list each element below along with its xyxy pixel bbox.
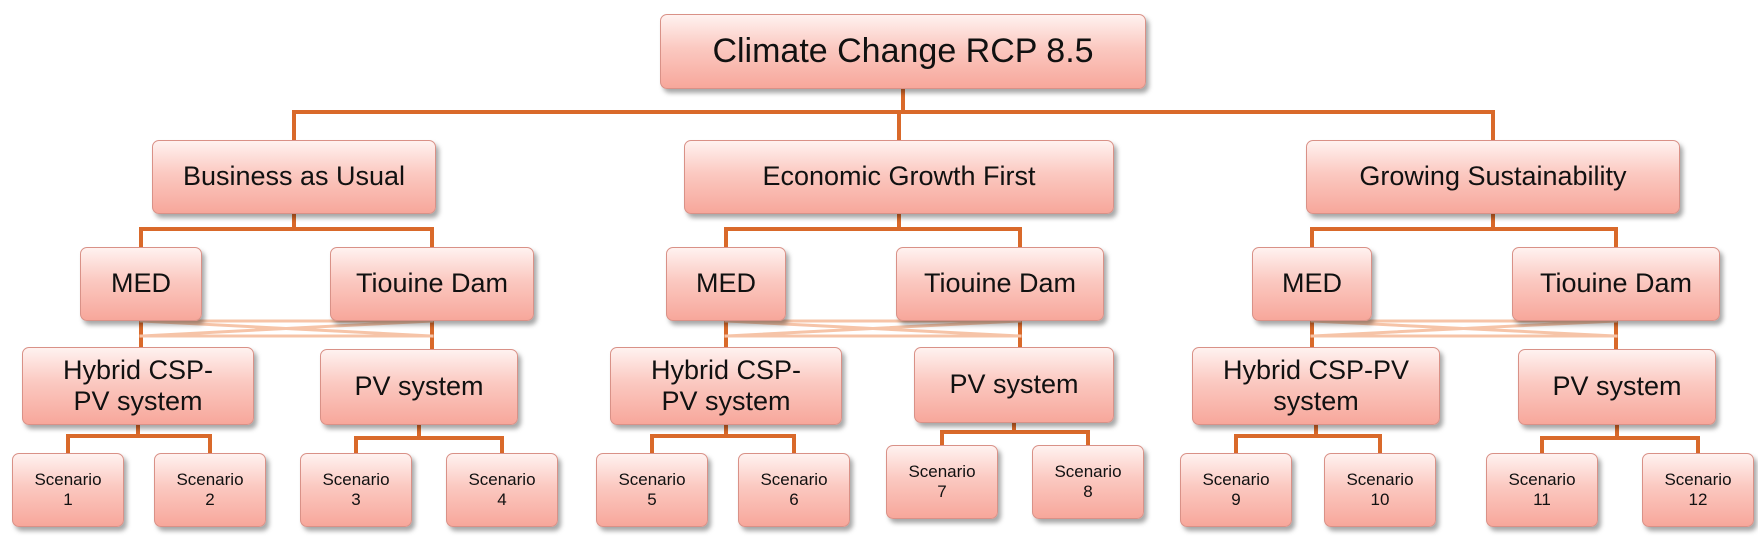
pathway-node-economic-growth-first: Economic Growth First (684, 140, 1114, 214)
water-node-med: MED (666, 247, 786, 321)
scenario-label: Scenario 11 (1508, 469, 1576, 509)
scenario-node-8: Scenario 8 (1032, 445, 1144, 519)
energy-label: Hybrid CSP- PV system (62, 354, 214, 416)
energy-label: PV system (949, 369, 1079, 400)
scenario-label: Scenario 5 (618, 469, 686, 509)
energy-node-pv-system: PV system (1518, 349, 1716, 425)
pathway-node-business-as-usual: Business as Usual (152, 140, 436, 214)
scenario-node-3: Scenario 3 (300, 453, 412, 527)
energy-label: PV system (1552, 371, 1682, 402)
scenario-label: Scenario 9 (1202, 469, 1270, 509)
scenario-node-12: Scenario 12 (1642, 453, 1754, 527)
scenario-node-7: Scenario 7 (886, 445, 998, 519)
root-node: Climate Change RCP 8.5 (660, 14, 1146, 89)
energy-label: PV system (354, 371, 484, 402)
water-label: MED (696, 268, 756, 299)
scenario-node-2: Scenario 2 (154, 453, 266, 527)
scenario-node-1: Scenario 1 (12, 453, 124, 527)
water-label: MED (1282, 268, 1342, 299)
scenario-node-6: Scenario 6 (738, 453, 850, 527)
scenario-label: Scenario 7 (908, 461, 976, 501)
cross-link-line (1310, 319, 1618, 338)
pathway-label: Business as Usual (182, 161, 406, 192)
scenario-label: Scenario 6 (760, 469, 828, 509)
scenario-node-4: Scenario 4 (446, 453, 558, 527)
water-node-tiouine-dam: Tiouine Dam (1512, 247, 1720, 321)
water-node-med: MED (80, 247, 202, 321)
water-node-tiouine-dam: Tiouine Dam (896, 247, 1104, 321)
water-label: Tiouine Dam (923, 268, 1077, 299)
water-label: Tiouine Dam (1539, 268, 1693, 299)
scenario-node-11: Scenario 11 (1486, 453, 1598, 527)
pathway-label: Economic Growth First (762, 161, 1036, 192)
pathway-label: Growing Sustainability (1359, 161, 1627, 192)
scenario-label: Scenario 10 (1346, 469, 1414, 509)
cross-link-line (724, 319, 1022, 338)
energy-label: Hybrid CSP- PV system (650, 354, 802, 416)
energy-node-hybrid-csp-pv: Hybrid CSP-PV system (1192, 347, 1440, 425)
energy-node-hybrid-csp-pv: Hybrid CSP- PV system (610, 347, 842, 425)
scenario-node-10: Scenario 10 (1324, 453, 1436, 527)
water-node-tiouine-dam: Tiouine Dam (330, 247, 534, 321)
energy-node-pv-system: PV system (914, 347, 1114, 423)
scenario-label: Scenario 2 (176, 469, 244, 509)
energy-node-pv-system: PV system (320, 349, 518, 425)
energy-node-hybrid-csp-pv: Hybrid CSP- PV system (22, 347, 254, 425)
water-label: MED (111, 268, 171, 299)
pathway-node-growing-sustainability: Growing Sustainability (1306, 140, 1680, 214)
water-label: Tiouine Dam (355, 268, 509, 299)
scenario-label: Scenario 8 (1054, 461, 1122, 501)
root-label: Climate Change RCP 8.5 (712, 31, 1094, 70)
scenario-label: Scenario 1 (34, 469, 102, 509)
energy-label: Hybrid CSP-PV system (1222, 354, 1410, 416)
scenario-node-5: Scenario 5 (596, 453, 708, 527)
scenario-label: Scenario 4 (468, 469, 536, 509)
cross-link-line (139, 319, 434, 338)
water-node-med: MED (1252, 247, 1372, 321)
scenario-label: Scenario 3 (322, 469, 390, 509)
scenario-label: Scenario 12 (1664, 469, 1732, 509)
scenario-node-9: Scenario 9 (1180, 453, 1292, 527)
